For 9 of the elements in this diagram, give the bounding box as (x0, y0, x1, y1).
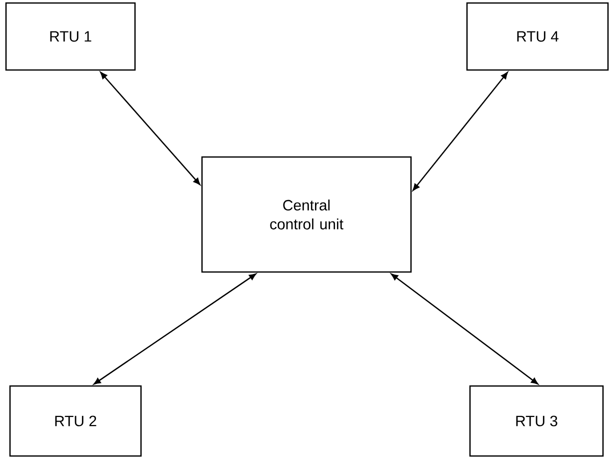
arrow (94, 273, 256, 385)
unit-box: RTU 1 (5, 2, 136, 71)
arrow (100, 72, 200, 186)
unit-box: Central control unit (201, 156, 412, 273)
arrow (390, 274, 538, 384)
unit-box: RTU 3 (469, 385, 604, 457)
arrow (412, 72, 508, 191)
unit-box: RTU 4 (466, 2, 609, 71)
unit-box: RTU 2 (9, 385, 142, 457)
